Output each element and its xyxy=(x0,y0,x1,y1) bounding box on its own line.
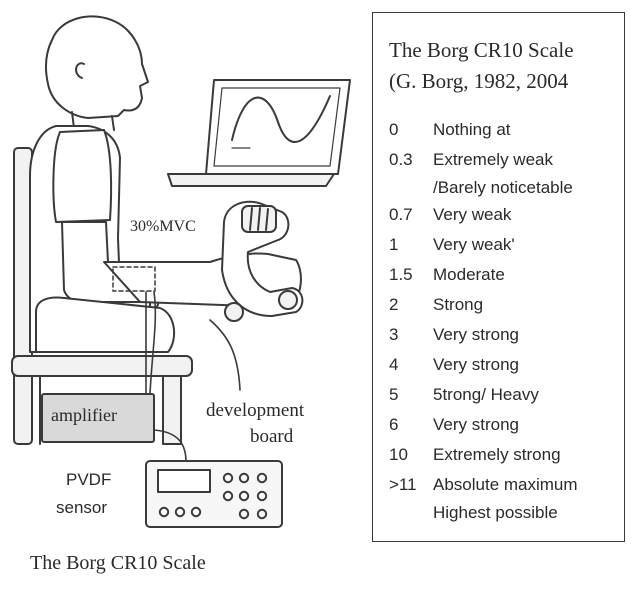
scale-value: >11 xyxy=(389,475,417,494)
scale-rows: 0 Nothing at 0.3 Extremely weak/Barely noti… xyxy=(389,115,621,525)
scale-row: 10 Extremely strong xyxy=(389,440,621,470)
chair-front-leg xyxy=(162,375,182,445)
hand-dynamometer xyxy=(221,200,304,322)
development-board-label-line1: development xyxy=(206,400,305,421)
amplifier-label: amplifier xyxy=(51,405,117,425)
sensor-placement-box xyxy=(112,266,156,292)
scale-value: 1.5 xyxy=(389,265,413,284)
scale-row: 0.7 Very weak xyxy=(389,200,621,230)
scale-row: 3 Very strong xyxy=(389,320,621,350)
scale-description-line: Very weak xyxy=(433,205,512,224)
scale-description: 5trong/ Heavy xyxy=(433,380,539,410)
scale-description: Very strong xyxy=(433,350,519,380)
scale-value: 0 xyxy=(389,120,399,139)
scale-row: 0 Nothing at xyxy=(389,115,621,145)
person-head xyxy=(44,15,149,119)
scale-description: Very strong xyxy=(433,320,519,350)
laptop-base xyxy=(167,173,335,187)
borg-scale-panel: The Borg CR10 Scale (G. Borg, 1982, 2004… xyxy=(372,12,625,542)
person-thigh xyxy=(35,296,176,353)
chair-seat xyxy=(11,355,193,377)
scale-value: 5 xyxy=(389,385,399,404)
scale-row: 0.3 Extremely weak/Barely noticetable xyxy=(389,145,621,200)
scale-value: 4 xyxy=(389,355,399,374)
scale-description-line: Strong xyxy=(433,295,484,314)
cables xyxy=(145,291,241,463)
scale-value: 0.3 xyxy=(389,150,413,169)
scale-row: 1 Very weak' xyxy=(389,230,621,260)
chair xyxy=(11,147,193,445)
scale-description-line: Extremely weak xyxy=(433,150,553,169)
scale-value: 0.7 xyxy=(389,205,413,224)
scale-row: 5 5trong/ Heavy xyxy=(389,380,621,410)
scale-description-line: 5trong/ Heavy xyxy=(433,385,539,404)
scale-title-line1: The Borg CR10 Scale xyxy=(389,38,574,62)
scale-title: The Borg CR10 Scale (G. Borg, 1982, 2004 xyxy=(389,35,574,97)
person-sleeve xyxy=(52,129,113,223)
scale-row: 1.5 Moderate xyxy=(389,260,621,290)
scale-description: Extremely weak/Barely noticetable xyxy=(433,145,573,200)
scale-description-line: Extremely strong xyxy=(433,445,561,464)
person-ear xyxy=(75,62,85,79)
scale-row: 4 Very strong xyxy=(389,350,621,380)
scale-description: Very strong xyxy=(433,410,519,440)
scale-description-line: Very strong xyxy=(433,415,519,434)
scale-row: 2 Strong xyxy=(389,290,621,320)
laptop-waveform xyxy=(231,95,331,143)
scale-row: 6 Very strong xyxy=(389,410,621,440)
scale-description: Strong xyxy=(433,290,483,320)
scale-value: 6 xyxy=(389,415,399,434)
scale-description-line: Highest possible xyxy=(433,503,558,522)
scale-description: Extremely strong xyxy=(433,440,561,470)
scale-description-line: Very strong xyxy=(433,325,519,344)
person xyxy=(29,15,302,353)
figure-caption: The Borg CR10 Scale xyxy=(30,552,206,574)
scale-description-line: /Barely noticetable xyxy=(433,178,573,197)
scale-description: Very weak xyxy=(433,200,511,230)
scale-title-line2: (G. Borg, 1982, 2004 xyxy=(389,69,569,93)
device-display xyxy=(157,469,211,493)
scale-value: 2 xyxy=(389,295,399,314)
scale-description-line: Very weak' xyxy=(433,235,515,254)
scale-description: Very weak' xyxy=(433,230,515,260)
scale-description-line: Nothing at xyxy=(433,120,511,139)
scale-description-line: Moderate xyxy=(433,265,505,284)
development-board-device xyxy=(145,460,283,528)
pvdf-label-line2: sensor xyxy=(56,498,108,517)
scale-description-line: Very strong xyxy=(433,355,519,374)
scale-value: 10 xyxy=(389,445,408,464)
scale-value: 3 xyxy=(389,325,399,344)
scale-description: Nothing at xyxy=(433,115,511,145)
development-board-label-line2: board xyxy=(250,426,294,447)
amplifier-box xyxy=(41,393,155,443)
pvdf-label-line1: PVDF xyxy=(66,470,112,489)
mvc-label: 30%MVC xyxy=(130,218,196,235)
scale-description: Moderate xyxy=(433,260,505,290)
scale-description-line: Absolute maximum xyxy=(433,475,578,494)
laptop xyxy=(167,79,351,187)
scale-value: 1 xyxy=(389,235,399,254)
